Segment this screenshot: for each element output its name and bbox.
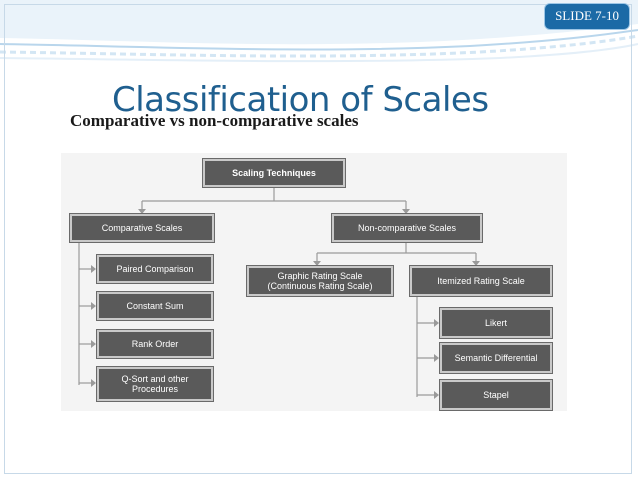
arrowhead-rank: [91, 340, 96, 348]
node-comparative-scales: Comparative Scales: [69, 213, 215, 243]
arrowhead-itemized: [472, 261, 480, 266]
slide-title: Classification of Scales: [112, 80, 489, 120]
diagram-connectors: [78, 187, 480, 399]
arrowhead-semantic: [434, 354, 439, 362]
arrowhead-stapel: [434, 391, 439, 399]
arrowhead-likert: [434, 319, 439, 327]
arrowhead-constant: [91, 302, 96, 310]
node-rank-order: Rank Order: [96, 329, 214, 359]
node-semantic-differential: Semantic Differential: [439, 342, 553, 374]
node-paired-comparison: Paired Comparison: [96, 254, 214, 284]
node-constant-sum: Constant Sum: [96, 291, 214, 321]
node-q-sort: Q-Sort and other Procedures: [96, 366, 214, 402]
arrowhead-qsort: [91, 379, 96, 387]
arrowhead-paired: [91, 265, 96, 273]
node-likert: Likert: [439, 307, 553, 339]
diagram-panel: Scaling Techniques Comparative Scales Pa…: [61, 153, 567, 411]
slide-subtitle: Comparative vs non-comparative scales: [70, 111, 359, 130]
arrowhead-comparative: [138, 209, 146, 214]
node-graphic-rating-scale: Graphic Rating Scale (Continuous Rating …: [246, 265, 394, 297]
arrowhead-noncomparative: [402, 209, 410, 214]
node-stapel: Stapel: [439, 379, 553, 411]
slide-frame: [4, 4, 632, 474]
header-wave-decoration: [0, 0, 638, 63]
arrowhead-graphic: [313, 261, 321, 266]
node-non-comparative-scales: Non-comparative Scales: [331, 213, 483, 243]
node-itemized-rating-scale: Itemized Rating Scale: [409, 265, 553, 297]
node-scaling-techniques: Scaling Techniques: [202, 158, 346, 188]
slide-number-badge: SLIDE 7-10: [544, 3, 630, 30]
